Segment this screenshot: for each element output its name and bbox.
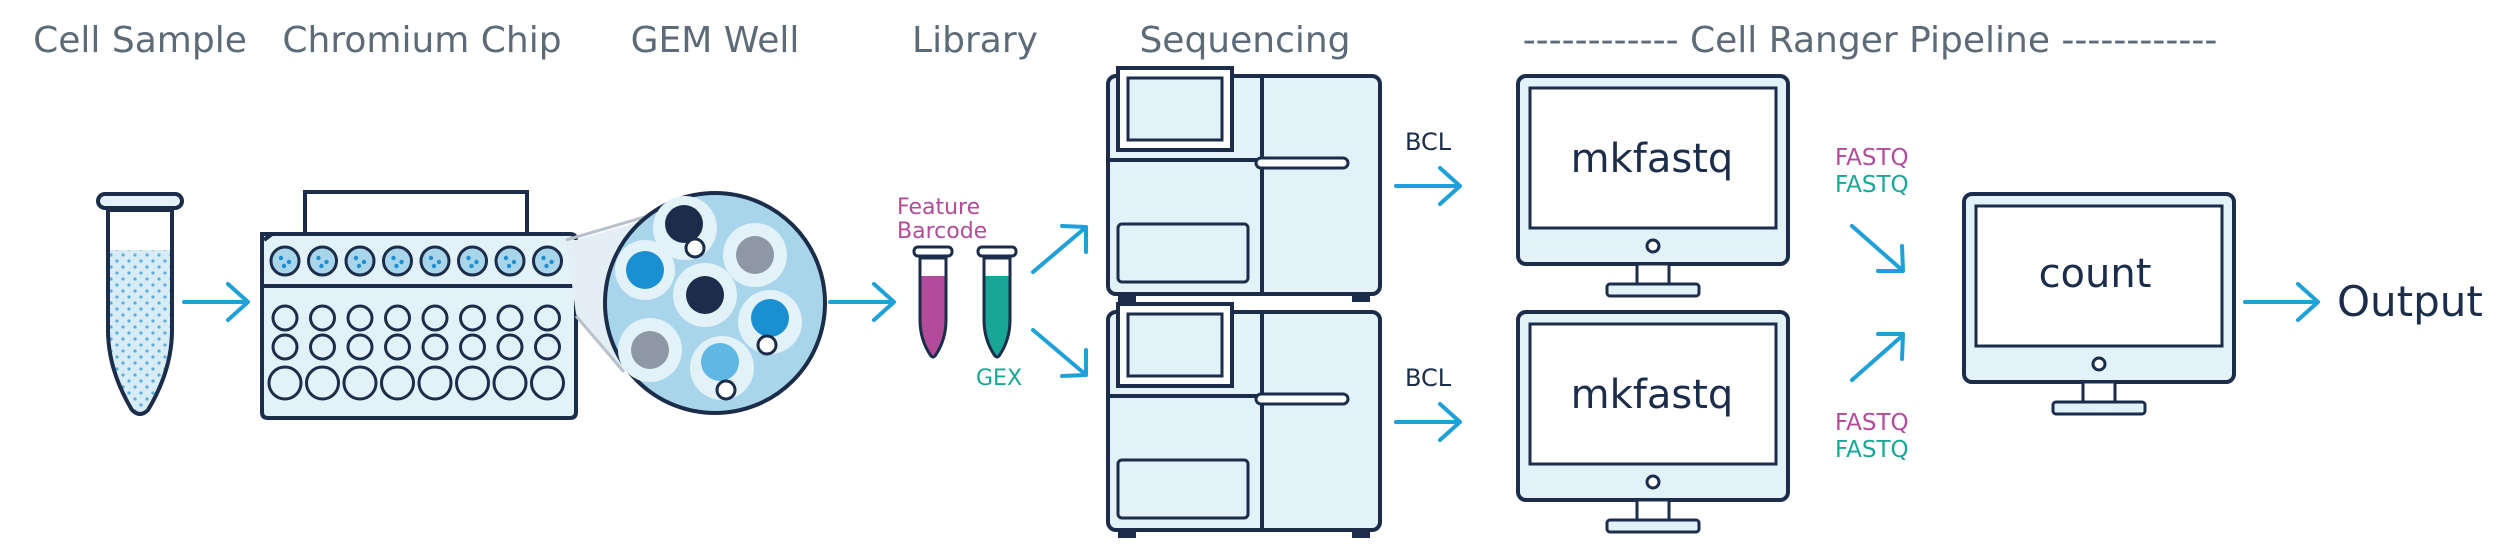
- arrow-mkfastq-bottom-to-count: [1850, 332, 1905, 382]
- chip-well: [421, 304, 449, 332]
- chip-sample-well: [344, 245, 376, 277]
- mkfastq-monitor-bottom-icon: [1516, 310, 1790, 534]
- chip-well: [380, 365, 415, 401]
- arrow-well-to-library: [828, 282, 896, 322]
- cell-navy-2: [686, 276, 724, 314]
- chip-sample-well: [307, 245, 338, 277]
- chip-well: [534, 304, 561, 332]
- chip-well: [267, 365, 303, 401]
- arrow-sequencer-to-mkfastq-bottom: [1394, 402, 1462, 442]
- bcl-label-bottom: BCL: [1405, 364, 1452, 392]
- stage-label-gem-well: GEM Well: [631, 20, 800, 61]
- chip-sample-well: [269, 245, 301, 277]
- count-label: count: [2039, 251, 2152, 297]
- fastq-top-feature: FASTQ: [1835, 145, 1909, 171]
- fastq-bottom-gex: FASTQ: [1835, 437, 1909, 463]
- chip-well: [496, 333, 524, 361]
- cell-blue-2: [751, 299, 789, 337]
- stage-label-pipeline: ------------ Cell Ranger Pipeline ------…: [1523, 20, 2218, 61]
- chip-sample-well: [494, 245, 526, 277]
- arrow-sequencer-to-mkfastq-top: [1394, 166, 1462, 206]
- arrow-count-to-output: [2243, 282, 2320, 322]
- cell-sample-tube-icon: [96, 192, 184, 416]
- arrow-library-to-sequencer-bottom: [1031, 328, 1088, 378]
- bcl-label-top: BCL: [1405, 128, 1452, 156]
- arrow-library-to-sequencer-top: [1031, 224, 1088, 274]
- library-label-feature-line1: Feature: [897, 195, 980, 220]
- chip-sample-well: [419, 245, 451, 277]
- fastq-bottom-feature: FASTQ: [1835, 410, 1909, 436]
- chip-well: [309, 333, 336, 361]
- chip-well: [492, 365, 528, 401]
- chip-well: [346, 304, 374, 332]
- chip-sample-well: [532, 245, 563, 277]
- stage-label-library: Library: [912, 20, 1038, 61]
- chip-well: [459, 333, 486, 361]
- chromium-chip-icon: [260, 190, 578, 420]
- chip-well: [384, 304, 411, 332]
- mkfastq-label-top: mkfastq: [1571, 136, 1734, 182]
- chip-well: [421, 333, 449, 361]
- output-label: Output: [2337, 277, 2483, 326]
- stage-label-chromium-chip: Chromium Chip: [282, 20, 561, 61]
- library-label-gex: GEX: [976, 366, 1022, 391]
- cell-blue-1: [626, 251, 664, 289]
- chip-well: [534, 333, 561, 361]
- chip-well: [455, 365, 490, 401]
- fastq-top-gex: FASTQ: [1835, 172, 1909, 198]
- library-label-feature-line2: Barcode: [897, 219, 987, 244]
- mkfastq-label-bottom: mkfastq: [1571, 372, 1734, 418]
- cell-gray-1: [736, 236, 774, 274]
- chip-well: [271, 304, 299, 332]
- chip-well: [417, 365, 453, 401]
- arrow-mkfastq-top-to-count: [1850, 224, 1905, 273]
- chip-well: [309, 304, 336, 332]
- chip-well: [384, 333, 411, 361]
- stage-label-sequencing: Sequencing: [1139, 20, 1350, 61]
- arrow-sample-to-chip: [182, 282, 250, 322]
- sequencer-bottom-icon: [1106, 302, 1382, 538]
- chip-well: [342, 365, 378, 401]
- cell-blue-3: [701, 343, 739, 381]
- gem-well-icon: [603, 191, 827, 415]
- cell-navy-1: [665, 205, 703, 243]
- gex-tube-icon: [976, 245, 1018, 359]
- sequencer-top-icon: [1106, 66, 1382, 302]
- chip-well: [305, 365, 340, 401]
- mkfastq-monitor-top-icon: [1516, 74, 1790, 298]
- count-monitor-icon: [1962, 192, 2236, 416]
- stage-label-cell-sample: Cell Sample: [33, 20, 247, 61]
- chip-well: [271, 333, 299, 361]
- chip-sample-well: [457, 245, 488, 277]
- chip-well: [530, 365, 565, 401]
- chip-well: [346, 333, 374, 361]
- chip-sample-well: [382, 245, 413, 277]
- chip-well: [496, 304, 524, 332]
- cell-gray-2: [631, 331, 669, 369]
- chip-well: [459, 304, 486, 332]
- feature-barcode-tube-icon: [912, 245, 954, 359]
